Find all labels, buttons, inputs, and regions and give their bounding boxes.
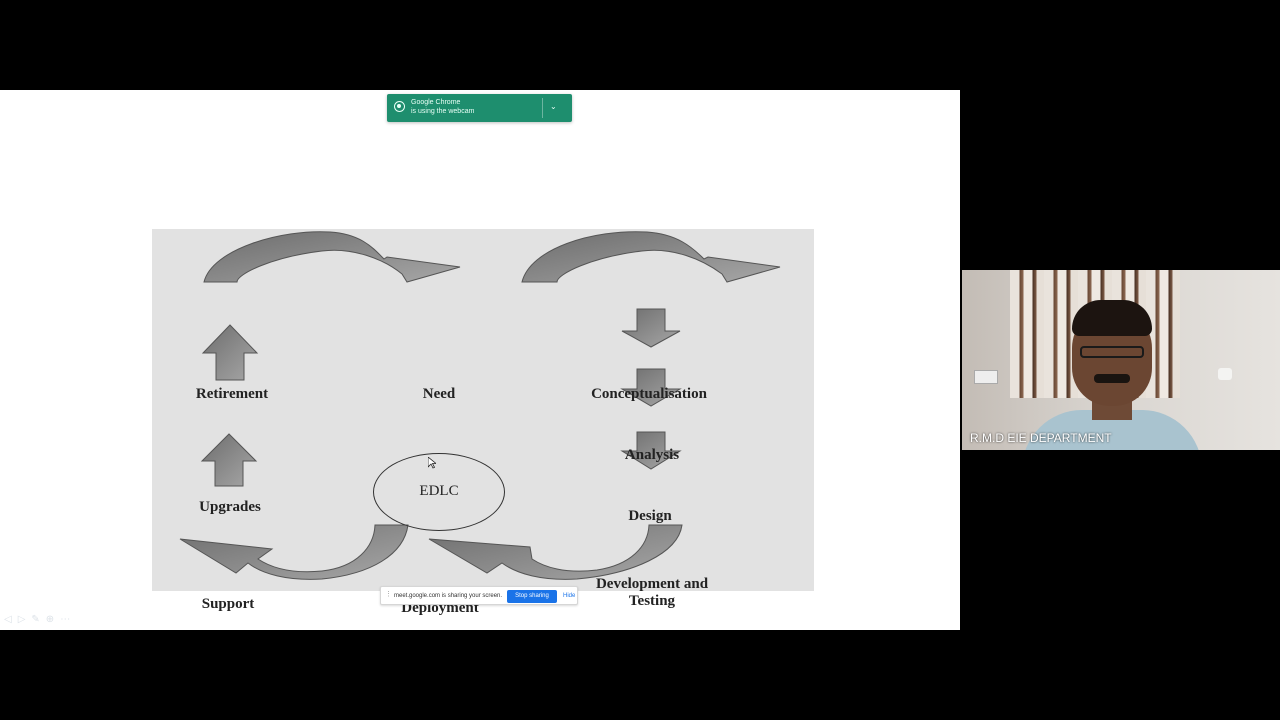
participant-video-tile[interactable]: R.M.D EIE DEPARTMENT — [962, 270, 1280, 450]
pen-icon[interactable]: ✎ — [31, 614, 40, 625]
participant-hair — [1072, 300, 1152, 336]
more-icon[interactable]: ⋯ — [60, 614, 71, 625]
video-wall-switch — [974, 370, 998, 384]
webcam-notice-text: is using the webcam — [411, 108, 475, 115]
down-arrow-development — [620, 431, 682, 470]
notice-divider — [542, 98, 543, 118]
edlc-slide: Retirement Need Conceptualisation Analys… — [152, 229, 814, 616]
webcam-notification[interactable]: Google Chrome is using the webcam ⌄ — [387, 94, 572, 122]
stage-need: Need — [422, 386, 456, 402]
slide-toolbar[interactable]: ◁ ▷ ✎ ⊕ ⋯ — [4, 614, 70, 626]
stage-upgrades: Upgrades — [199, 499, 261, 515]
edlc-arrows — [179, 231, 781, 580]
hide-button[interactable]: Hide — [563, 593, 576, 599]
webcam-notice-app: Google Chrome — [411, 99, 461, 106]
participant-mustache — [1094, 374, 1130, 383]
edlc-label: EDLC — [419, 483, 459, 499]
participant-glasses — [1080, 346, 1144, 358]
curved-arrow-top-left — [203, 231, 461, 283]
zoom-icon[interactable]: ⊕ — [45, 614, 55, 625]
share-message: meet.google.com is sharing your screen. — [394, 593, 503, 599]
webcam-icon — [394, 101, 405, 112]
video-wall-light — [1218, 368, 1232, 380]
stage-retirement: Retirement — [195, 386, 269, 402]
shared-screen: Google Chrome is using the webcam ⌄ — [0, 90, 960, 630]
stage-analysis: Analysis — [624, 447, 680, 463]
curved-arrow-top-right — [521, 231, 781, 283]
stage-development-line1: Development and — [595, 576, 709, 592]
curved-arrow-bottom-right — [428, 524, 683, 580]
up-arrow-retirement — [201, 324, 259, 381]
up-arrow-upgrades — [200, 433, 258, 487]
stage-design: Design — [628, 508, 672, 524]
stage-development-line2: Testing — [628, 593, 676, 609]
chevron-down-icon[interactable]: ⌄ — [550, 102, 557, 111]
participant-name: R.M.D EIE DEPARTMENT — [970, 431, 1112, 445]
curved-arrow-bottom-left — [179, 524, 409, 580]
stop-sharing-button[interactable]: Stop sharing — [507, 590, 557, 603]
mouse-cursor-icon — [428, 457, 436, 469]
stage-conceptualisation: Conceptualisation — [591, 386, 707, 402]
down-arrow-design — [620, 368, 682, 407]
edlc-circle — [373, 453, 505, 531]
stage-support: Support — [201, 596, 255, 612]
prev-icon[interactable]: ◁ — [4, 614, 12, 625]
down-arrow-analysis — [621, 308, 681, 348]
drag-handle-icon[interactable]: ⋮ — [385, 591, 392, 598]
next-icon[interactable]: ▷ — [17, 614, 26, 625]
screen-share-bar: ⋮ meet.google.com is sharing your screen… — [380, 586, 578, 605]
